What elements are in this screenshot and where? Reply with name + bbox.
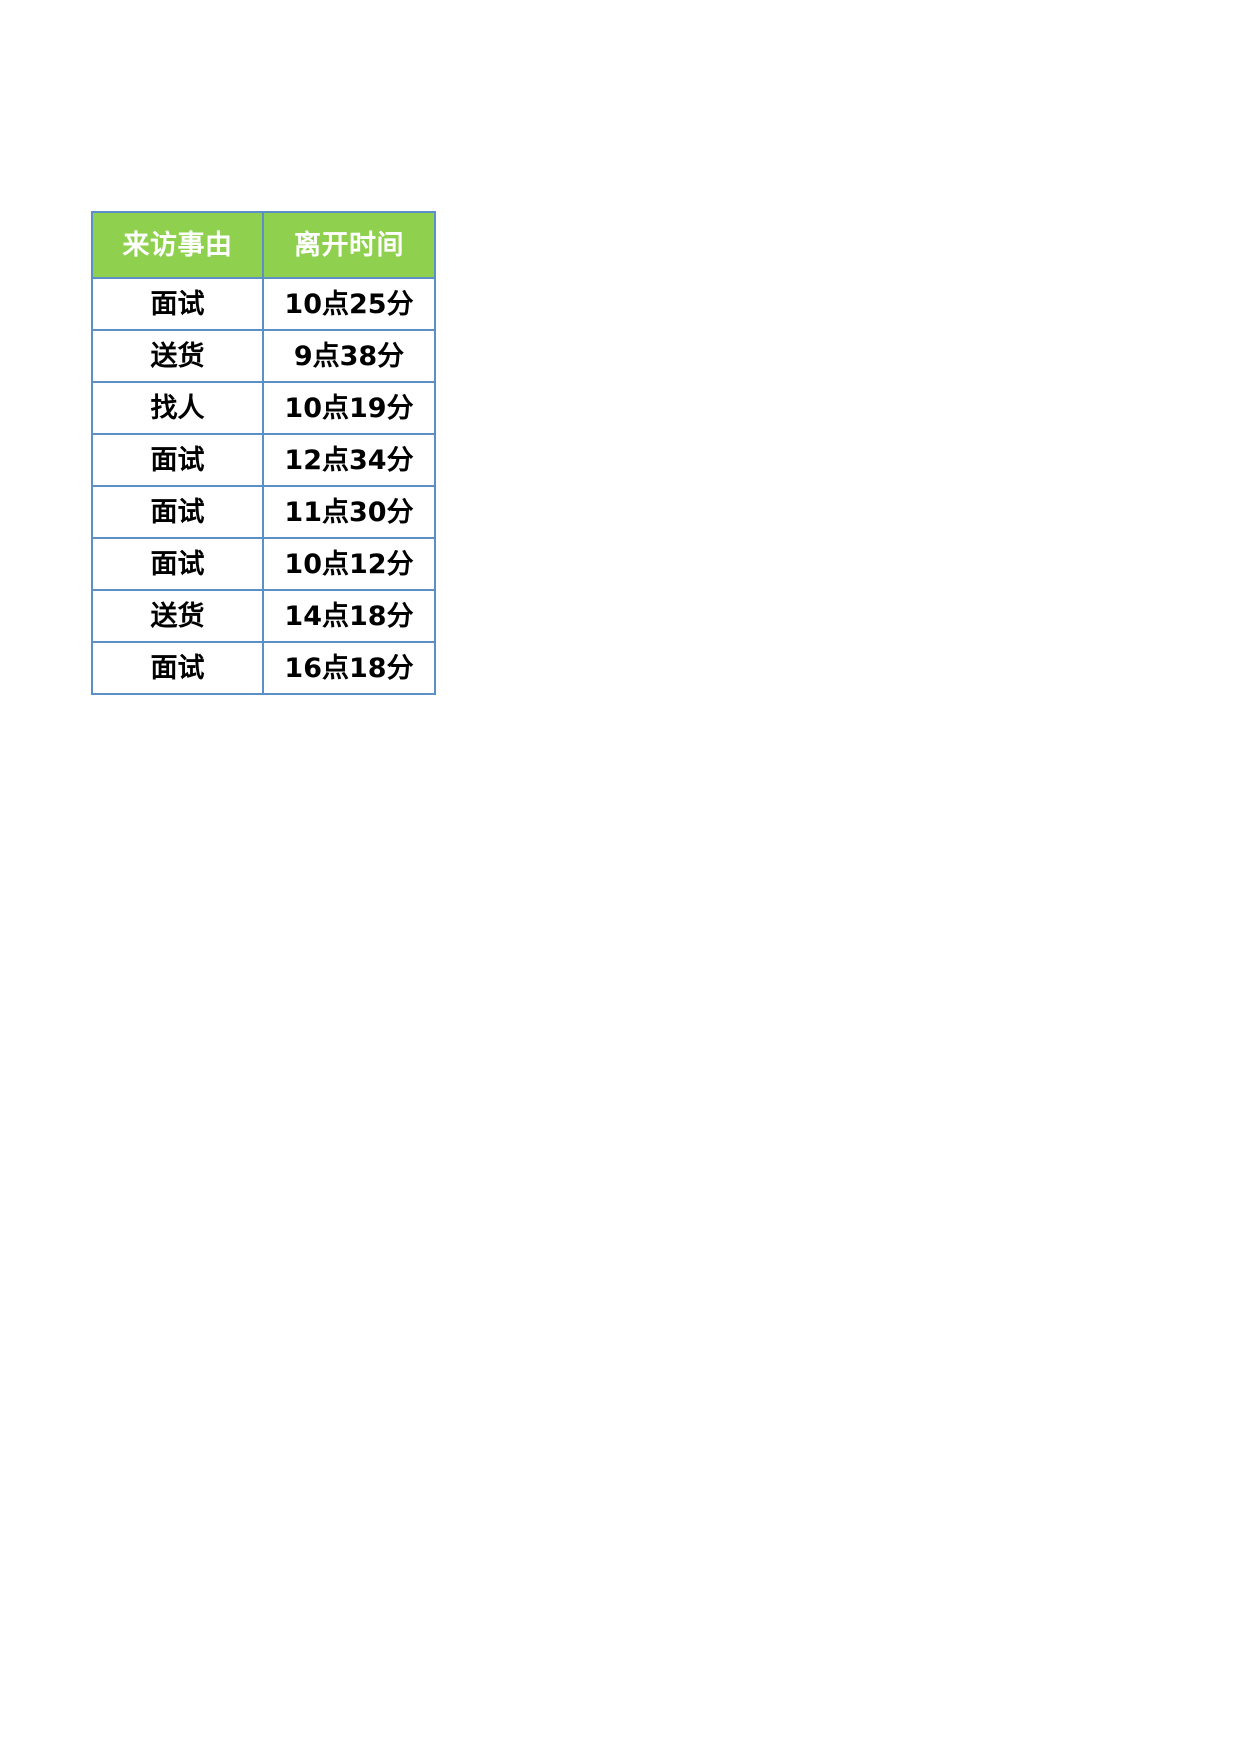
cell-leave-time-value: 12点34分 <box>284 444 414 476</box>
cell-leave-time-value: 10点25分 <box>284 288 414 320</box>
cell-leave-time-value: 11点30分 <box>284 496 414 528</box>
cell-leave-time[interactable]: 9点38分 <box>262 329 436 383</box>
cell-leave-time-value: 10点19分 <box>284 392 414 424</box>
table-body: 面试 10点25分 送货 9点38分 找人 <box>91 277 436 695</box>
cell-reason[interactable]: 送货 <box>91 329 264 383</box>
table-row[interactable]: 面试 10点25分 <box>91 277 436 331</box>
table-row[interactable]: 找人 10点19分 <box>91 381 436 435</box>
cell-leave-time-value: 14点18分 <box>284 600 414 632</box>
cell-reason[interactable]: 面试 <box>91 433 264 487</box>
cell-leave-time[interactable]: 14点18分 <box>262 589 436 643</box>
cell-leave-time-value: 16点18分 <box>284 652 414 684</box>
cell-leave-time[interactable]: 16点18分 <box>262 641 436 695</box>
table-row[interactable]: 面试 10点12分 <box>91 537 436 591</box>
visitor-log-table-container: 来访事由 离开时间 面试 10点25分 <box>91 211 436 695</box>
cell-reason-value: 面试 <box>150 652 205 684</box>
cell-leave-time[interactable]: 11点30分 <box>262 485 436 539</box>
table-header: 来访事由 离开时间 <box>91 211 436 279</box>
cell-reason[interactable]: 找人 <box>91 381 264 435</box>
column-header-leave-time-label: 离开时间 <box>294 229 404 261</box>
visitor-log-table: 来访事由 离开时间 面试 10点25分 <box>91 211 436 695</box>
column-header-leave-time[interactable]: 离开时间 <box>262 211 436 279</box>
cell-reason-value: 面试 <box>150 288 205 320</box>
table-row[interactable]: 面试 12点34分 <box>91 433 436 487</box>
cell-leave-time[interactable]: 12点34分 <box>262 433 436 487</box>
table-row[interactable]: 面试 11点30分 <box>91 485 436 539</box>
table-row[interactable]: 送货 14点18分 <box>91 589 436 643</box>
cell-leave-time[interactable]: 10点19分 <box>262 381 436 435</box>
table-header-row: 来访事由 离开时间 <box>91 211 436 279</box>
cell-leave-time-value: 9点38分 <box>293 340 405 372</box>
cell-reason[interactable]: 送货 <box>91 589 264 643</box>
cell-reason-value: 面试 <box>150 496 205 528</box>
cell-leave-time[interactable]: 10点25分 <box>262 277 436 331</box>
table-row[interactable]: 面试 16点18分 <box>91 641 436 695</box>
table-row[interactable]: 送货 9点38分 <box>91 329 436 383</box>
cell-reason-value: 送货 <box>150 340 205 372</box>
cell-reason[interactable]: 面试 <box>91 485 264 539</box>
cell-reason-value: 面试 <box>150 444 205 476</box>
cell-reason[interactable]: 面试 <box>91 641 264 695</box>
cell-reason-value: 送货 <box>150 600 205 632</box>
cell-reason[interactable]: 面试 <box>91 537 264 591</box>
cell-reason-value: 面试 <box>150 548 205 580</box>
cell-reason[interactable]: 面试 <box>91 277 264 331</box>
cell-leave-time[interactable]: 10点12分 <box>262 537 436 591</box>
cell-leave-time-value: 10点12分 <box>284 548 414 580</box>
column-header-reason[interactable]: 来访事由 <box>91 211 264 279</box>
column-header-reason-label: 来访事由 <box>122 229 233 261</box>
cell-reason-value: 找人 <box>150 392 205 424</box>
